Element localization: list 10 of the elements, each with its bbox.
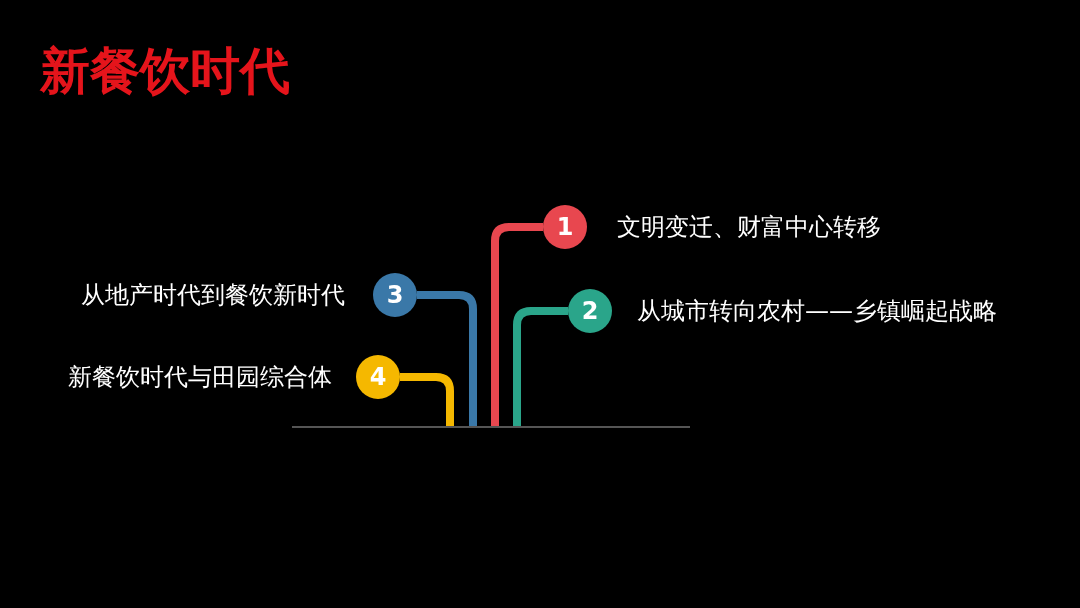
caption-text: 从城市转向农村——乡镇崛起战略 [637, 296, 997, 326]
caption-text: 从地产时代到餐饮新时代 [81, 280, 345, 310]
number-circle: 2 [568, 289, 612, 333]
baseline-bar [292, 426, 690, 428]
title: 新餐饮时代 [40, 44, 290, 99]
number-circle: 3 [373, 273, 417, 317]
caption-text: 新餐饮时代与田园综合体 [68, 362, 332, 392]
caption-text: 文明变迁、财富中心转移 [617, 212, 881, 242]
number-circle: 1 [543, 205, 587, 249]
number-circle: 4 [356, 355, 400, 399]
